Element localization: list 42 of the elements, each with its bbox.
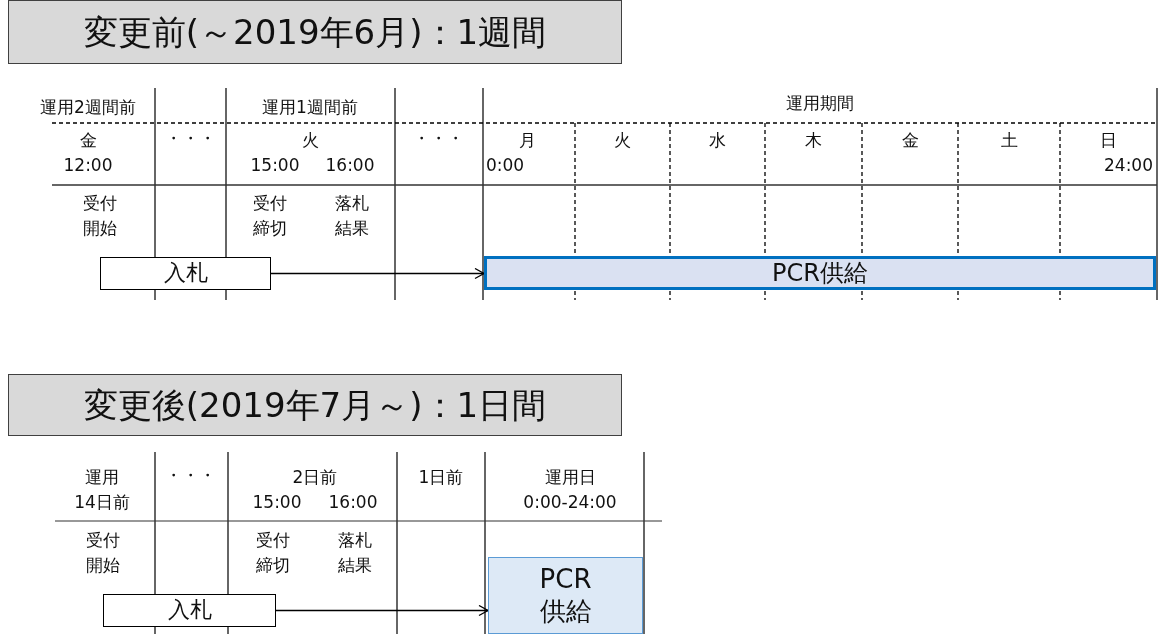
day-label: 月 bbox=[518, 128, 536, 152]
time-label: 15:00 bbox=[252, 490, 302, 514]
day-label: 水 bbox=[708, 128, 726, 152]
time-label: 0:00 bbox=[486, 153, 525, 177]
column-header: 運用2週間前 bbox=[40, 95, 136, 119]
time-label: 0:00-24:00 bbox=[523, 490, 617, 514]
ellipsis-text: ・・・ bbox=[164, 126, 216, 150]
time-label: 16:00 bbox=[325, 153, 375, 177]
day-label: 火 bbox=[301, 128, 319, 152]
supply-bar: PCR供給 bbox=[484, 256, 1156, 290]
event-label: 落札結果 bbox=[334, 192, 370, 240]
time-label: 24:00 bbox=[1104, 153, 1153, 177]
process-box: 入札 bbox=[103, 594, 276, 627]
day-label: 土 bbox=[1000, 128, 1018, 152]
day-label: 火 bbox=[613, 128, 631, 152]
column-header: 2日前 bbox=[292, 465, 338, 489]
ellipsis-text: ・・・ bbox=[164, 463, 216, 487]
day-label: 金 bbox=[79, 128, 97, 152]
day-label: 金 bbox=[901, 128, 919, 152]
column-header: 運用期間 bbox=[786, 91, 854, 115]
time-label: 15:00 bbox=[250, 153, 300, 177]
event-label: 受付締切 bbox=[252, 192, 288, 240]
column-header: 運用日 bbox=[544, 465, 596, 489]
arrow bbox=[275, 604, 489, 617]
arrow bbox=[270, 267, 485, 280]
time-label: 12:00 bbox=[63, 153, 113, 177]
day-label: 木 bbox=[804, 128, 822, 152]
process-box: 入札 bbox=[100, 257, 271, 290]
event-label: 受付開始 bbox=[85, 529, 121, 577]
event-label: 受付開始 bbox=[82, 192, 118, 240]
supply-box: PCR供給 bbox=[488, 557, 643, 634]
column-header: 運用 bbox=[85, 465, 119, 489]
title-box: 変更後(2019年7月～)：1日間 bbox=[8, 374, 622, 436]
title-box: 変更前(～2019年6月)：1週間 bbox=[8, 0, 622, 64]
ellipsis-text: ・・・ bbox=[412, 126, 464, 150]
day-label: 日 bbox=[1099, 128, 1117, 152]
event-label: 受付締切 bbox=[255, 529, 291, 577]
column-header: 14日前 bbox=[74, 490, 130, 514]
column-header: 1日前 bbox=[418, 465, 464, 489]
event-label: 落札結果 bbox=[337, 529, 373, 577]
column-header: 運用1週間前 bbox=[262, 95, 358, 119]
time-label: 16:00 bbox=[328, 490, 378, 514]
